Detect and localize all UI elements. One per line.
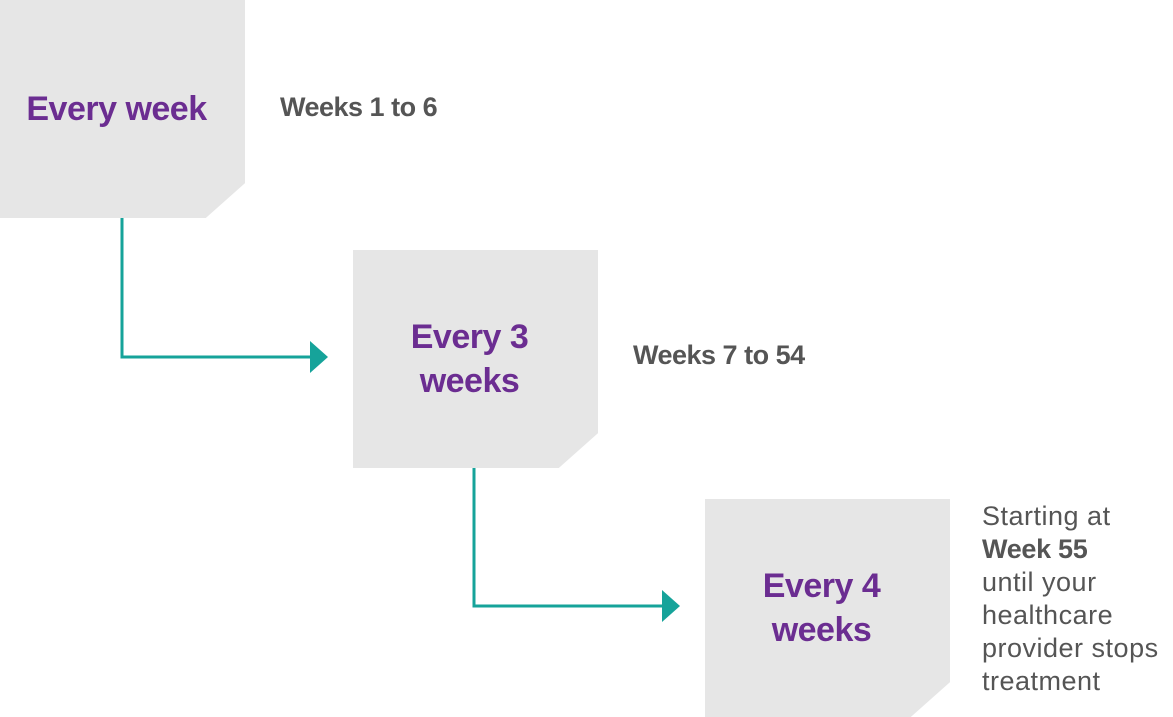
step-box-every-4-weeks: Every 4 weeks [705,499,950,717]
arrowhead-1 [310,341,328,373]
final-step-note: Starting at Week 55 until your healthcar… [982,500,1173,698]
connector-arrow-1 [120,218,312,359]
note-line-4: healthcare [982,600,1114,630]
step-box-every-3-weeks: Every 3 weeks [353,250,598,468]
step-box-every-week: Every week [0,0,245,218]
step-label-every-4-weeks: Every 4 weeks [762,567,881,649]
range-label-weeks-1-6: Weeks 1 to 6 [280,92,438,122]
step-label-every-week: Every week [26,90,207,128]
arrowhead-2 [662,590,680,622]
step-label-every-3-weeks: Every 3 weeks [410,318,529,400]
connector-arrow-2 [472,468,664,608]
note-line-6: treatment [982,666,1101,696]
range-label-weeks-7-54: Weeks 7 to 54 [633,340,805,370]
note-line-5: provider stops [982,633,1159,663]
note-line-2: Week 55 [982,534,1088,564]
note-line-1: Starting at [982,501,1111,531]
note-line-3: until your [982,567,1097,597]
